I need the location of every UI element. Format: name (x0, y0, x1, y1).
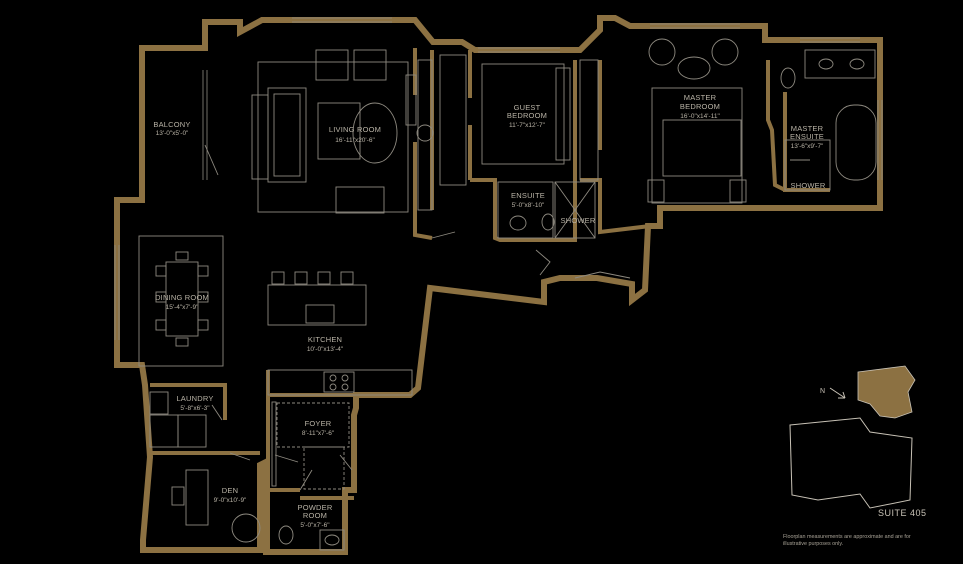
exterior-walls (114, 15, 883, 555)
den-label: DEN (222, 486, 238, 495)
ensuite-dims: 5'-0"x8'-10" (512, 202, 545, 209)
foyer-fixtures (271, 401, 350, 490)
den-furniture (171, 469, 261, 543)
interior-walls (140, 48, 830, 552)
guest-shower-label: SHOWER (561, 216, 596, 225)
powder-room-dims: 5'-0"x7'-6" (300, 522, 330, 529)
master-bedroom-dims: 16'-0"x14'-11" (680, 113, 720, 120)
dining-furniture (138, 235, 224, 367)
powder-room-label-1: POWDER (298, 503, 333, 512)
windows (114, 17, 883, 340)
dining-room-label: DINING ROOM (155, 293, 209, 302)
master-bedroom-label-1: MASTER (684, 93, 717, 102)
foyer-label: FOYER (305, 419, 332, 428)
room-labels: BALCONY 13'-0"x5'-0" LIVING ROOM 16'-11"… (153, 93, 825, 529)
master-ensuite-fixtures (780, 49, 877, 191)
dining-room-dims: 15'-4"x7'-9" (166, 304, 199, 311)
doors (204, 144, 810, 491)
suite-label: SUITE 405 (878, 508, 927, 518)
powder-room-fixtures (278, 525, 345, 551)
foyer-dims: 8'-11"x7'-6" (302, 430, 335, 437)
key-plan-north-label: N (820, 388, 825, 395)
guest-bedroom-dims: 11'-7"x12'-7" (509, 122, 546, 129)
laundry-fixtures (149, 391, 207, 448)
master-ensuite-label-2: ENSUITE (790, 132, 824, 141)
guest-bedroom-label-1: GUEST (514, 103, 541, 112)
guest-ensuite-fixtures (497, 181, 596, 239)
master-ensuite-label-1: MASTER (791, 124, 824, 133)
living-room-label: LIVING ROOM (329, 125, 381, 134)
laundry-label: LAUNDRY (176, 394, 213, 403)
balcony-dims: 13'-0"x5'-0" (156, 130, 189, 137)
living-room-dims: 16'-11"x20'-6" (335, 137, 375, 144)
master-ensuite-dims: 13'-6"x9'-7" (791, 143, 824, 150)
living-room-furniture (251, 49, 417, 214)
guest-bedroom-label-2: BEDROOM (507, 111, 547, 120)
balcony-label: BALCONY (153, 120, 190, 129)
master-bedroom-furniture (647, 38, 747, 204)
key-plan: N (789, 365, 916, 509)
master-shower-label: SHOWER (791, 181, 826, 190)
disclaimer-text: Floorplan measurements are approximate a… (783, 534, 911, 547)
master-bedroom-label-2: BEDROOM (680, 102, 720, 111)
kitchen-fixtures (267, 271, 413, 396)
laundry-dims: 5'-8"x6'-3" (180, 405, 210, 412)
kitchen-dims: 10'-0"x13'-4" (307, 346, 344, 353)
powder-room-label-2: ROOM (303, 511, 327, 520)
ensuite-label: ENSUITE (511, 191, 545, 200)
kitchen-label: KITCHEN (308, 335, 342, 344)
guest-bedroom-furniture (416, 54, 599, 211)
den-dims: 9'-0"x10'-9" (214, 497, 247, 504)
